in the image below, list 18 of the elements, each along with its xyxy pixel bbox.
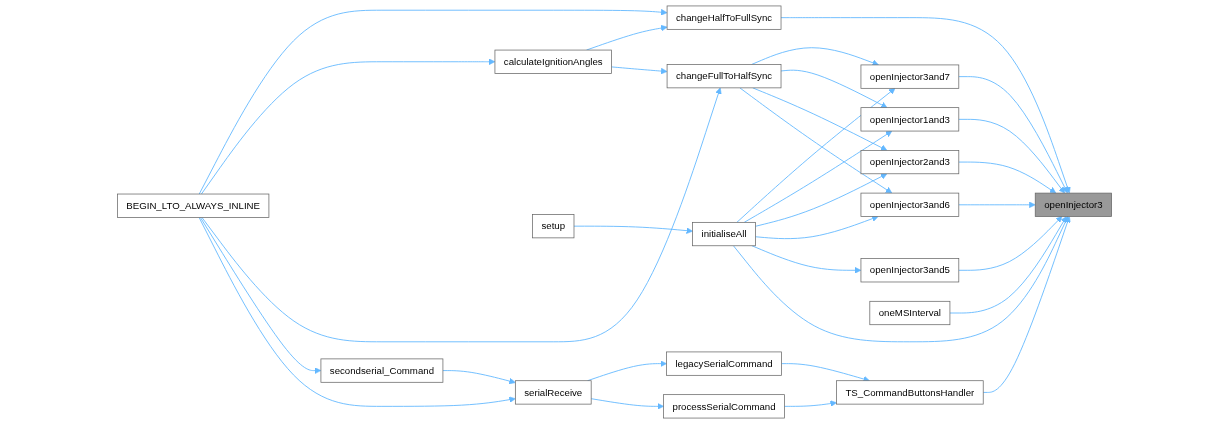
node-box: openInjector1and3 — [860, 107, 960, 132]
node-box: BEGIN_LTO_ALWAYS_INLINE — [117, 193, 270, 218]
node-box: processSerialCommand — [663, 394, 785, 419]
node-box: setup — [532, 214, 575, 239]
node-box: openInjector3and7 — [860, 64, 960, 89]
node-box: serialReceive — [514, 380, 592, 405]
node-box: openInjector3and5 — [860, 258, 960, 283]
node-box: calculateIgnitionAngles — [494, 49, 612, 74]
node-box: openInjector3 — [1034, 192, 1112, 217]
node-box: secondserial_Command — [320, 358, 444, 383]
node-box: changeFullToHalfSync — [666, 64, 782, 89]
node-box: initialiseAll — [692, 222, 756, 247]
node-box: TS_CommandButtonsHandler — [836, 380, 984, 405]
node-box: oneMSInterval — [869, 300, 951, 326]
node-box: legacySerialCommand — [666, 351, 782, 376]
node-box: openInjector3and6 — [860, 192, 960, 217]
node-box: changeHalfToFullSync — [666, 5, 782, 30]
node-box: openInjector2and3 — [860, 150, 960, 175]
